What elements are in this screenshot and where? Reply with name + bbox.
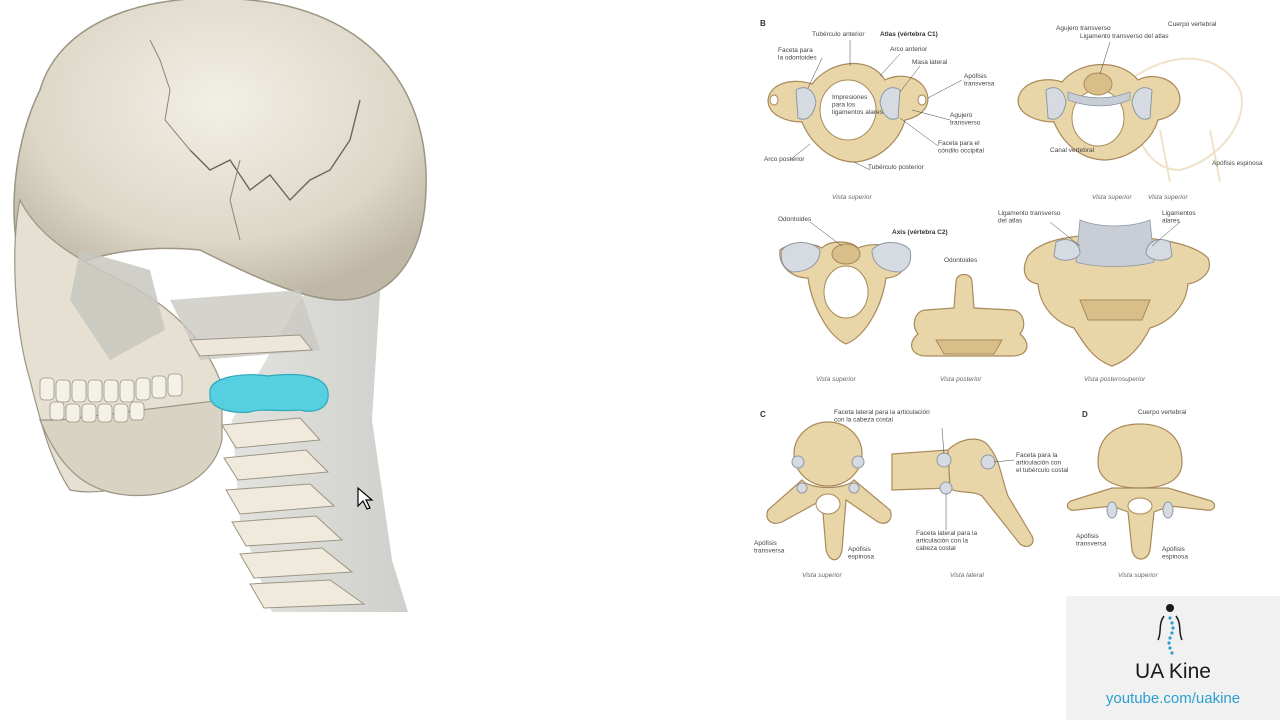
mandible-shape <box>39 399 223 497</box>
label-cuerpo-vertebral-d: Cuerpo vertebral <box>1138 409 1187 416</box>
label-axis-title: Axis (vértebra C2) <box>892 229 948 236</box>
thoracic-lateral-drawing <box>891 438 1034 548</box>
axis-posterosuperior-drawing <box>1023 219 1210 367</box>
view-axis-posterosuperior: Vista posterosuperior <box>1084 376 1146 383</box>
thoracic-superior-drawing <box>766 421 892 561</box>
view-atlas-superior: Vista superior <box>832 194 872 201</box>
label-atlas-title: Atlas (vértebra C1) <box>880 31 938 38</box>
view-axis-posterior: Vista posterior <box>940 376 982 383</box>
atlas-superior-drawing <box>767 63 929 163</box>
vertebrae-plate: B C D Tubérculo anterior Atlas (vértebra… <box>750 10 1280 600</box>
section-c-letter: C <box>760 410 766 419</box>
spine-logo-icon <box>1157 604 1183 655</box>
label-cuerpo-vertebral-r: Cuerpo vertebral <box>1168 21 1217 28</box>
label-masa-lateral: Masa lateral <box>912 59 948 66</box>
label-agujero-transverso-r: Agujero transverso <box>1056 25 1111 32</box>
cranium-shape <box>13 0 427 301</box>
view-lumbar-superior: Vista superior <box>1118 572 1158 579</box>
suture-lines <box>189 99 361 202</box>
cervical-spine <box>221 417 366 609</box>
atlas-axis-articulated-drawing <box>1017 57 1243 183</box>
view-atlas-superior-3: Vista superior <box>1148 194 1188 201</box>
view-atlas-superior-2: Vista superior <box>1092 194 1132 201</box>
section-d-letter: D <box>1082 410 1088 419</box>
brand-watermark[interactable]: UA Kine youtube.com/uakine <box>1066 596 1280 720</box>
mouse-pointer-icon <box>357 486 374 510</box>
brand-name: UA Kine <box>1135 660 1211 683</box>
section-b-letter: B <box>760 19 766 28</box>
label-tuberculo-anterior: Tubérculo anterior <box>812 31 865 38</box>
muscle-shape <box>70 250 165 360</box>
vertebrae-illustration: B C D Tubérculo anterior Atlas (vértebra… <box>754 19 1263 579</box>
label-arco-posterior: Arco posterior <box>764 156 805 163</box>
axis-posterior-drawing <box>910 273 1028 357</box>
label-apofisis-espinosa-r: Apófisis espinosa <box>1212 160 1263 167</box>
label-tuberculo-posterior: Tubérculo posterior <box>868 164 925 171</box>
view-thoracic-lateral: Vista lateral <box>950 572 984 579</box>
label-ligamento-transverso-r: Ligamento transverso del atlas <box>1080 33 1169 40</box>
atlas-c1-highlight <box>209 373 329 413</box>
axis-superior-drawing <box>779 241 912 345</box>
label-canal-vertebral: Canal vertebral <box>1050 147 1095 154</box>
brand-url-link[interactable]: youtube.com/uakine <box>1105 690 1241 707</box>
label-odontoides-2: Odontoides <box>944 257 978 264</box>
skull-3d-viewport[interactable] <box>0 0 440 620</box>
view-thoracic-superior: Vista superior <box>802 572 842 579</box>
label-arco-anterior: Arco anterior <box>890 46 928 53</box>
view-axis-superior: Vista superior <box>816 376 856 383</box>
teeth-group <box>39 373 183 423</box>
skull-model <box>13 0 427 612</box>
label-odontoides-1: Odontoides <box>778 216 812 223</box>
lumbar-superior-drawing <box>1066 423 1216 560</box>
